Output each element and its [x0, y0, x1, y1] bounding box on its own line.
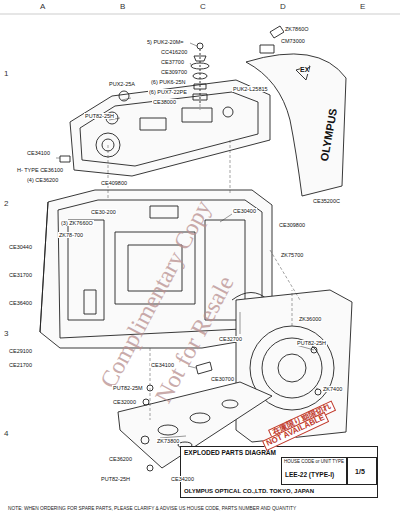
grid-reference: 2	[4, 200, 8, 209]
grid-reference: 3	[4, 330, 8, 339]
part-number: CE38000	[152, 99, 177, 105]
grid-reference: A	[40, 3, 45, 12]
part-number: CE30400	[232, 208, 257, 214]
title-block: EXPLODED PARTS DIAGRAM OLYMPUS OPTICAL CO…	[180, 446, 378, 498]
part-number: CM73000	[280, 38, 306, 44]
part-number: PUT82-25H	[84, 113, 115, 119]
part-number: CE37700	[160, 59, 185, 65]
part-number: ZK73800	[156, 438, 180, 444]
grid-reference: E	[360, 3, 365, 12]
part-number: CE409800	[100, 180, 128, 186]
part-number: CC416200	[160, 49, 188, 55]
part-number: CE36200	[108, 456, 133, 462]
part-number: PUT82-25H	[100, 476, 131, 482]
part-number: ZK75700	[280, 252, 304, 258]
title-heading: 1/5	[355, 468, 365, 476]
part-number: CE34100	[26, 150, 51, 156]
part-number: (4) CE36200	[26, 177, 59, 183]
part-number: CE30700	[210, 376, 235, 382]
part-number: ZK7400	[322, 386, 343, 392]
grid-reference: 4	[4, 430, 8, 439]
part-number: PUK2-L25815	[232, 86, 269, 92]
cover-lettering: EX	[300, 66, 309, 74]
title-heading: HOUSE CODE or UNIT TYPE	[284, 460, 344, 465]
part-number: CE35200C	[312, 198, 341, 204]
order-note: NOTE: WHEN ORDERING FOR SPARE PARTS, PLE…	[8, 506, 296, 511]
grid-reference: C	[200, 3, 206, 12]
grid-reference: B	[120, 3, 125, 12]
part-number: CE309800	[278, 222, 306, 228]
part-number: CE29100	[8, 348, 33, 354]
part-number: CE21700	[8, 362, 33, 368]
part-number: CE34200	[170, 476, 195, 482]
part-number: (3) ZK7660O	[60, 220, 94, 226]
part-number: CE30440	[8, 244, 33, 250]
part-number: CE34100	[150, 362, 175, 368]
part-number: CE31700	[8, 272, 33, 278]
part-number: CE32700	[218, 336, 243, 342]
part-number: (6) PUX7-22PE	[148, 89, 188, 95]
part-number: (6) PUK6-25N	[150, 79, 187, 85]
part-number: ZK7860O	[284, 26, 310, 32]
title-cell: 1/5	[347, 457, 377, 485]
part-number: CE30-200	[90, 209, 117, 215]
title-cell: HOUSE CODE or UNIT TYPE LEE-22 (TYPE-I)	[281, 457, 347, 485]
title-text: OLYMPUS OPTICAL CO.,LTD. TOKYO, JAPAN	[184, 488, 314, 495]
part-number: 5) PUK2-20M=	[146, 39, 185, 45]
part-number: CE36400	[8, 300, 33, 306]
grid-reference: D	[280, 3, 286, 12]
part-number: CE32000	[112, 399, 137, 405]
part-number: PUX2-25A	[108, 81, 136, 87]
part-number: PUT82-25H	[296, 340, 327, 346]
part-number: ZK78-700	[58, 232, 84, 238]
grid-reference: 1	[4, 70, 8, 79]
part-number: CE309700	[160, 69, 188, 75]
part-number: H- TYPE CE36100	[16, 167, 64, 173]
title-heading: EXPLODED PARTS DIAGRAM	[184, 449, 276, 456]
part-number: ZK36000	[298, 316, 322, 322]
title-text: LEE-22 (TYPE-I)	[285, 471, 334, 478]
part-number: PUT82-25M	[112, 385, 144, 391]
